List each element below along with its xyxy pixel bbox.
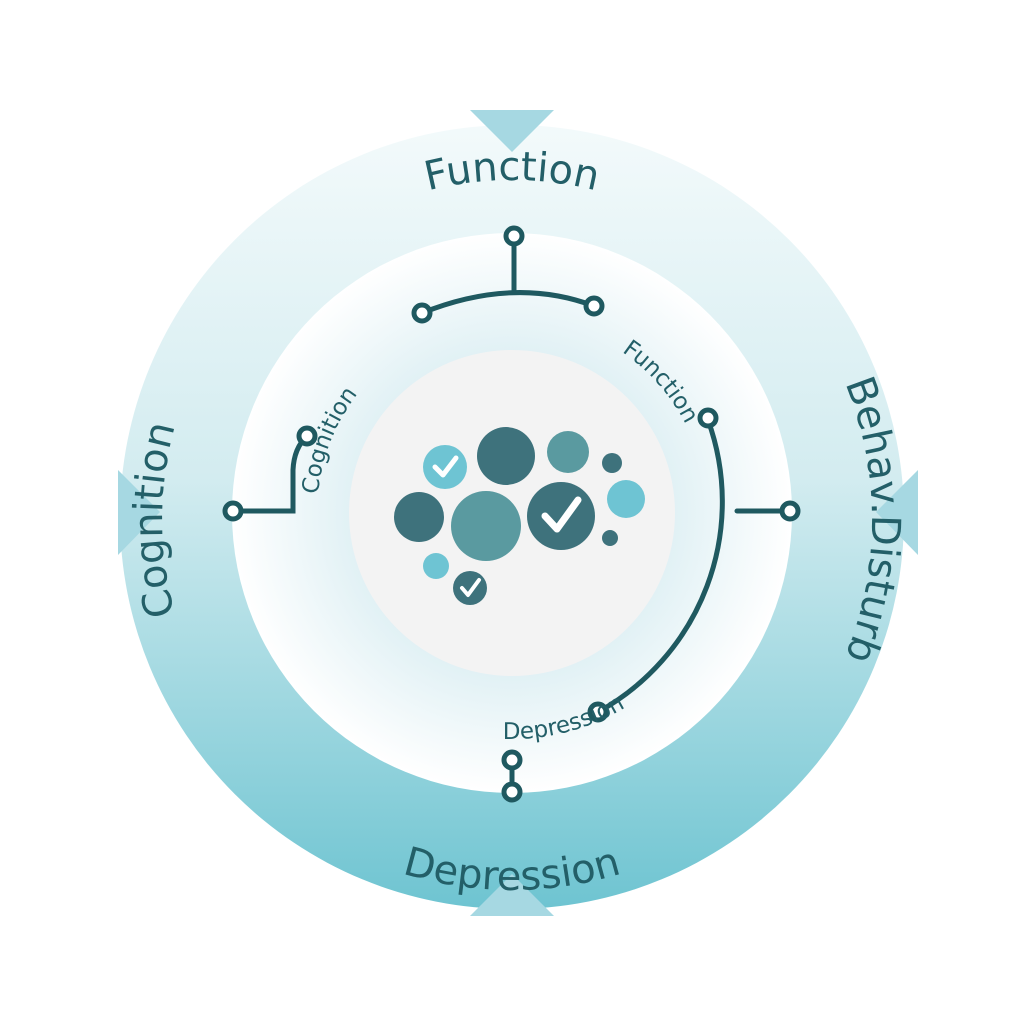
node-cognition-lower [296, 425, 318, 447]
node-top [503, 225, 525, 247]
brain-bubbles-icon [394, 427, 645, 605]
check-icon [527, 482, 595, 550]
check-icon [453, 571, 487, 605]
node-right [779, 500, 801, 522]
node-function-inner [583, 295, 605, 317]
check-icon [423, 445, 467, 489]
arrow-bottom-icon [470, 874, 554, 916]
arrow-left-icon [118, 470, 160, 555]
node-cognition-inner [411, 302, 433, 324]
right-arc-connector [595, 417, 725, 715]
top-arc-connector [419, 290, 597, 316]
node-bottom-upper [501, 749, 523, 771]
arrow-top-icon [470, 110, 554, 152]
arrow-right-icon [876, 470, 918, 555]
connector-nodes [222, 225, 801, 803]
node-depression-inner [587, 701, 609, 723]
node-left [222, 500, 244, 522]
node-function-lower [697, 407, 719, 429]
node-bottom-lower [501, 781, 523, 803]
